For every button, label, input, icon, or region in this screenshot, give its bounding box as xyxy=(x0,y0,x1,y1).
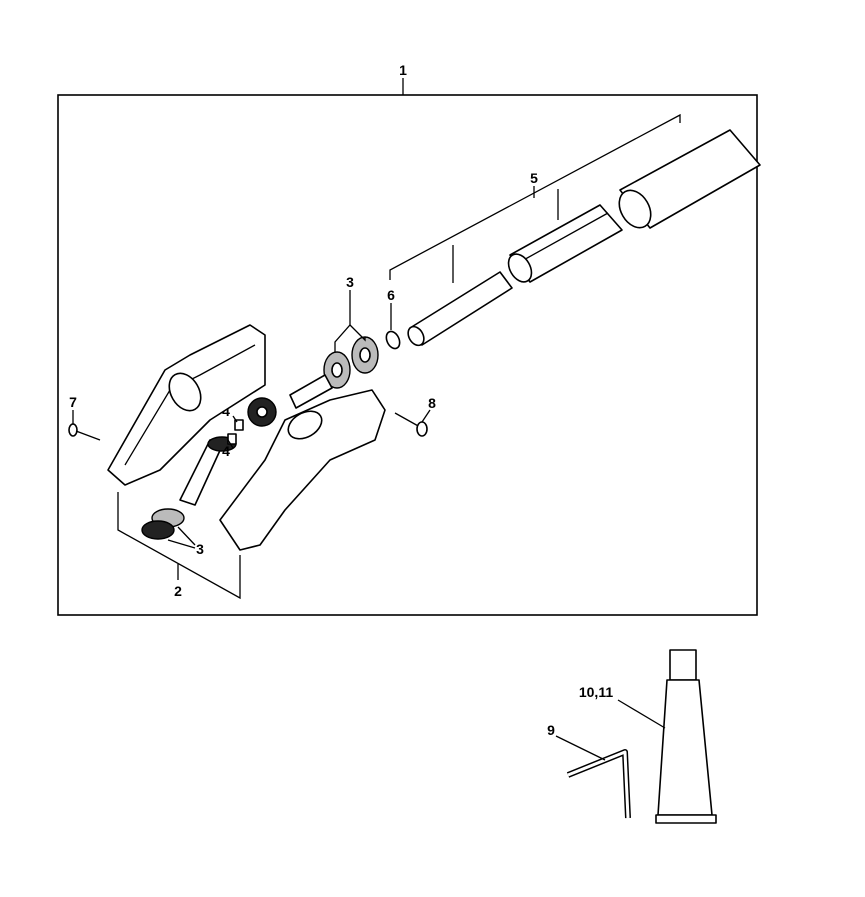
bearings-upper xyxy=(323,290,379,389)
callout-4-upper: 4 xyxy=(222,403,230,419)
screw-left xyxy=(68,410,101,441)
callout-4-lower: 4 xyxy=(222,443,230,459)
drive-shaft xyxy=(407,271,513,347)
liner-tube xyxy=(507,204,623,283)
callout-2: 2 xyxy=(174,583,182,599)
callout-3-lower: 3 xyxy=(196,541,204,557)
callout-9: 9 xyxy=(547,722,555,738)
bearings-lower xyxy=(141,508,196,549)
housing-half-left xyxy=(107,324,266,486)
leader-4-upper xyxy=(232,415,238,423)
housing-half-right xyxy=(219,389,386,551)
callout-1: 1 xyxy=(399,62,407,78)
callout-5: 5 xyxy=(530,170,538,186)
leader-4-lower xyxy=(227,439,234,449)
outer-tube xyxy=(618,129,761,229)
plug-upper xyxy=(234,419,244,431)
callout-3-upper: 3 xyxy=(346,274,354,290)
plug-lower xyxy=(227,433,237,445)
leader-2 xyxy=(117,492,241,600)
callout-7: 7 xyxy=(69,394,77,410)
leader-5 xyxy=(389,113,681,283)
circlip xyxy=(385,330,401,350)
hex-key xyxy=(555,735,631,819)
grease-tube xyxy=(617,649,717,824)
screw-right xyxy=(394,409,431,437)
callout-8: 8 xyxy=(428,395,436,411)
assembly-frame xyxy=(57,94,758,616)
callout-6: 6 xyxy=(387,287,395,303)
bevel-gear-shaft xyxy=(179,374,333,506)
callout-10-11: 10,11 xyxy=(579,684,613,700)
